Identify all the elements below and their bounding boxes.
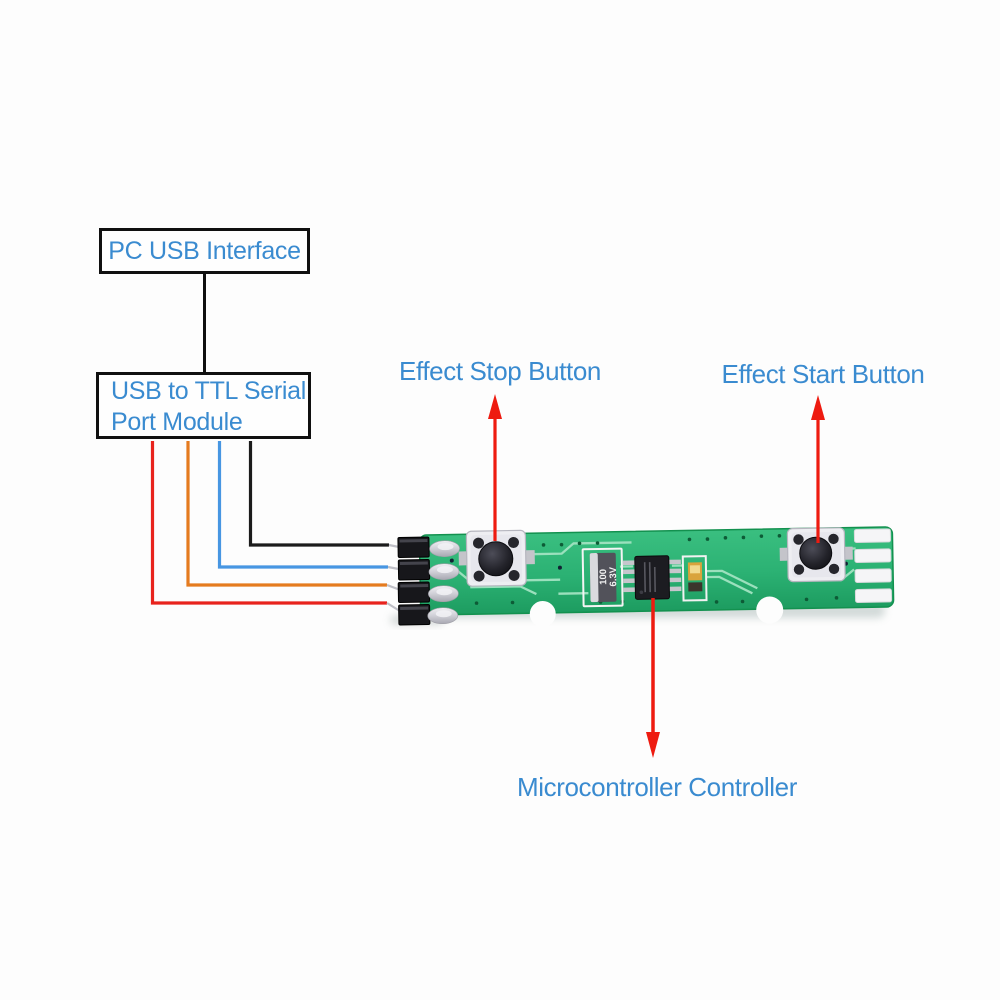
pc-usb-interface-box: PC USB Interface <box>99 228 310 274</box>
usb-ttl-module-label-line2: Port Module <box>111 408 243 436</box>
capacitor-component: 100 6.3V <box>581 547 624 608</box>
pc-usb-interface-label: PC USB Interface <box>108 236 301 265</box>
ic-marking-lines <box>643 562 656 593</box>
jumper-wires <box>150 441 389 605</box>
led-component <box>681 555 708 602</box>
pin-header <box>397 536 460 626</box>
header-pins <box>397 536 431 626</box>
edge-notches <box>529 596 784 627</box>
solder-joints <box>427 540 460 625</box>
microcontroller-arrow <box>646 598 660 758</box>
stop-arrow-head <box>488 394 502 419</box>
wire-black <box>248 441 389 547</box>
capacitor-value-text: 100 <box>598 569 609 585</box>
microcontroller-ic <box>622 555 682 600</box>
edge-pads <box>853 528 893 603</box>
pcb-board: 100 6.3V <box>397 526 895 627</box>
capacitor-voltage-text: 6.3V <box>608 566 619 586</box>
ic-pin1-dot <box>639 590 644 595</box>
wire-red <box>150 441 387 605</box>
stop-button-label: Effect Stop Button <box>399 356 601 386</box>
microcontroller-arrow-head <box>646 732 660 758</box>
usb-ttl-module-label-line1: USB to TTL Serial <box>111 377 306 405</box>
start-button-component <box>779 527 853 583</box>
silkscreen-dots <box>474 534 839 605</box>
start-arrow <box>811 395 825 543</box>
flowchart-connector-line <box>203 273 206 374</box>
start-arrow-head <box>811 395 825 420</box>
usb-ttl-module-box: USB to TTL Serial Port Module <box>96 372 311 439</box>
microcontroller-label: Microcontroller Controller <box>516 772 798 802</box>
via-holes <box>449 558 848 570</box>
annotation-arrows <box>488 394 825 758</box>
start-button-cap <box>799 536 833 570</box>
wire-blue <box>217 441 388 569</box>
pcb-traces <box>437 541 856 596</box>
start-button-label: Effect Start Button <box>721 359 925 389</box>
stop-arrow <box>488 394 502 541</box>
stop-button-component <box>458 529 535 587</box>
ic-pins <box>622 559 682 593</box>
wire-orange <box>186 441 387 587</box>
stop-button-cap <box>478 541 514 577</box>
